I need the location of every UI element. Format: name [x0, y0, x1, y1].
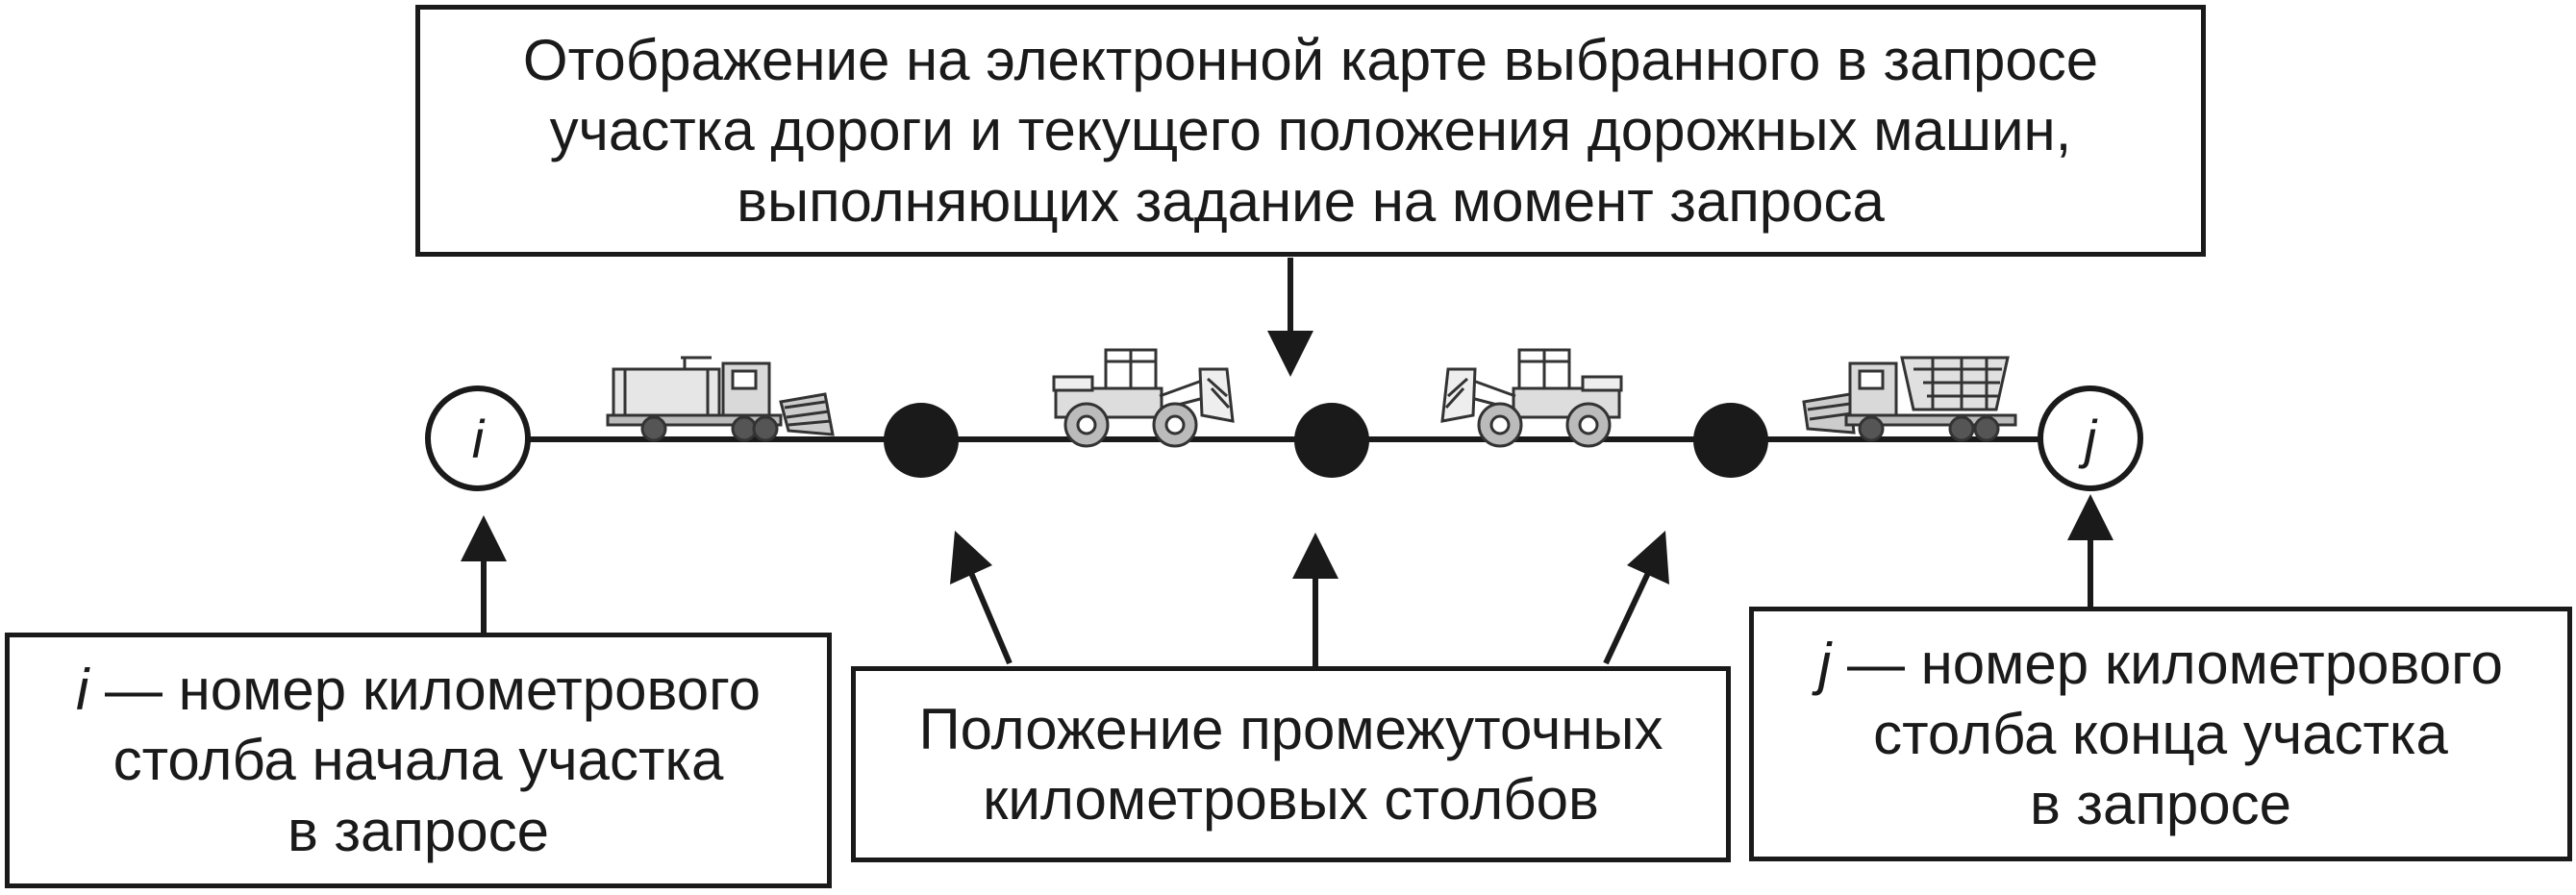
- map-display-note-line: Отображение на электронной карте выбранн…: [522, 28, 2099, 93]
- arrow-middle-to-post-1: [950, 531, 1013, 665]
- map-display-note-line: выполняющих задание на момент запроса: [737, 168, 1885, 234]
- intermediate-post-1: [884, 403, 959, 478]
- intermediate-post-2: [1294, 403, 1369, 478]
- wheel-loader-icon: [1440, 348, 1623, 448]
- start-post-variable: i: [75, 658, 89, 723]
- start-node-label: i: [472, 409, 486, 469]
- intermediate-posts-note: Положение промежуточных километровых сто…: [851, 666, 1731, 862]
- start-post-note-text: — номер километрового: [88, 658, 761, 723]
- end-post-note-text: — номер километрового: [1831, 631, 2503, 696]
- wheel-loader-icon: [1052, 348, 1235, 448]
- map-display-note-line: участка дороги и текущего положения доро…: [549, 98, 2072, 163]
- arrow-top-to-road: [1267, 258, 1313, 377]
- arrow-middle-to-post-3: [1603, 531, 1669, 665]
- end-post-note: j — номер километрового столба конца уча…: [1749, 607, 2572, 861]
- map-display-note: Отображение на электронной карте выбранн…: [415, 5, 2206, 257]
- spreader-truck-icon: [1802, 356, 2017, 442]
- snowplow-truck-icon: [606, 356, 835, 442]
- arrow-middle-to-post-2: [1292, 533, 1338, 666]
- end-post-note-line: j — номер километрового: [1818, 629, 2503, 699]
- start-post-note: i — номер километрового столба начала уч…: [5, 633, 832, 888]
- start-post-note-line: i — номер километрового: [76, 655, 761, 725]
- arrow-left-to-start-node: [461, 515, 507, 633]
- intermediate-post-3: [1693, 403, 1768, 478]
- start-post-note-line: столба начала участка: [113, 728, 724, 793]
- arrow-right-to-end-node: [2067, 494, 2113, 607]
- intermediate-posts-note-line: Положение промежуточных: [918, 696, 1663, 761]
- start-post-note-line: в запросе: [287, 798, 549, 863]
- end-post-variable: j: [1817, 631, 1832, 696]
- intermediate-posts-note-line: километровых столбов: [983, 767, 1599, 832]
- start-node: i: [425, 385, 531, 491]
- end-post-note-line: столба конца участка: [1873, 701, 2448, 766]
- end-post-note-line: в запросе: [2029, 772, 2291, 837]
- end-node: j: [2038, 385, 2143, 491]
